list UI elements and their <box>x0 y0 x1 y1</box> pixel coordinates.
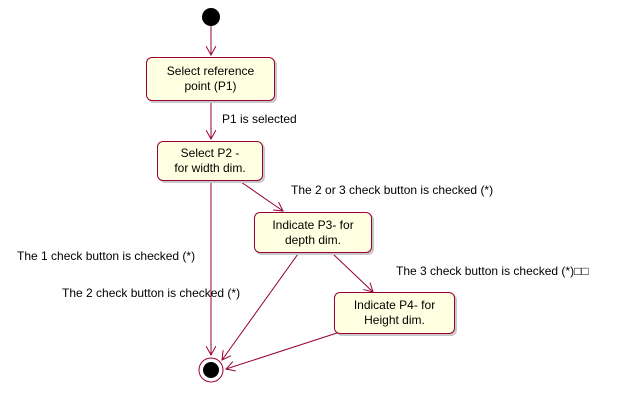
label-2-checked: The 2 check button is checked (*) <box>62 286 241 300</box>
initial-node <box>202 8 220 26</box>
edge-p3-to-end <box>222 253 299 360</box>
state-select-reference-point: Select reference point (P1) <box>146 57 275 101</box>
edge-p4-to-end <box>226 332 338 369</box>
label-1-checked: The 1 check button is checked (*) <box>17 249 196 263</box>
state-select-p2: Select P2 - for width dim. <box>157 141 263 181</box>
state-indicate-p3: Indicate P3- for depth dim. <box>254 212 372 253</box>
label-2-or-3-checked: The 2 or 3 check button is checked (*) <box>291 183 494 197</box>
edge-p2-to-p3 <box>240 181 283 211</box>
final-node-core <box>203 362 219 378</box>
label-p1-selected: P1 is selected <box>222 112 297 126</box>
label-3-checked: The 3 check button is checked (*)□□ <box>396 264 589 278</box>
state-indicate-p4: Indicate P4- for Height dim. <box>334 292 455 334</box>
edge-p3-to-p4 <box>332 253 373 292</box>
